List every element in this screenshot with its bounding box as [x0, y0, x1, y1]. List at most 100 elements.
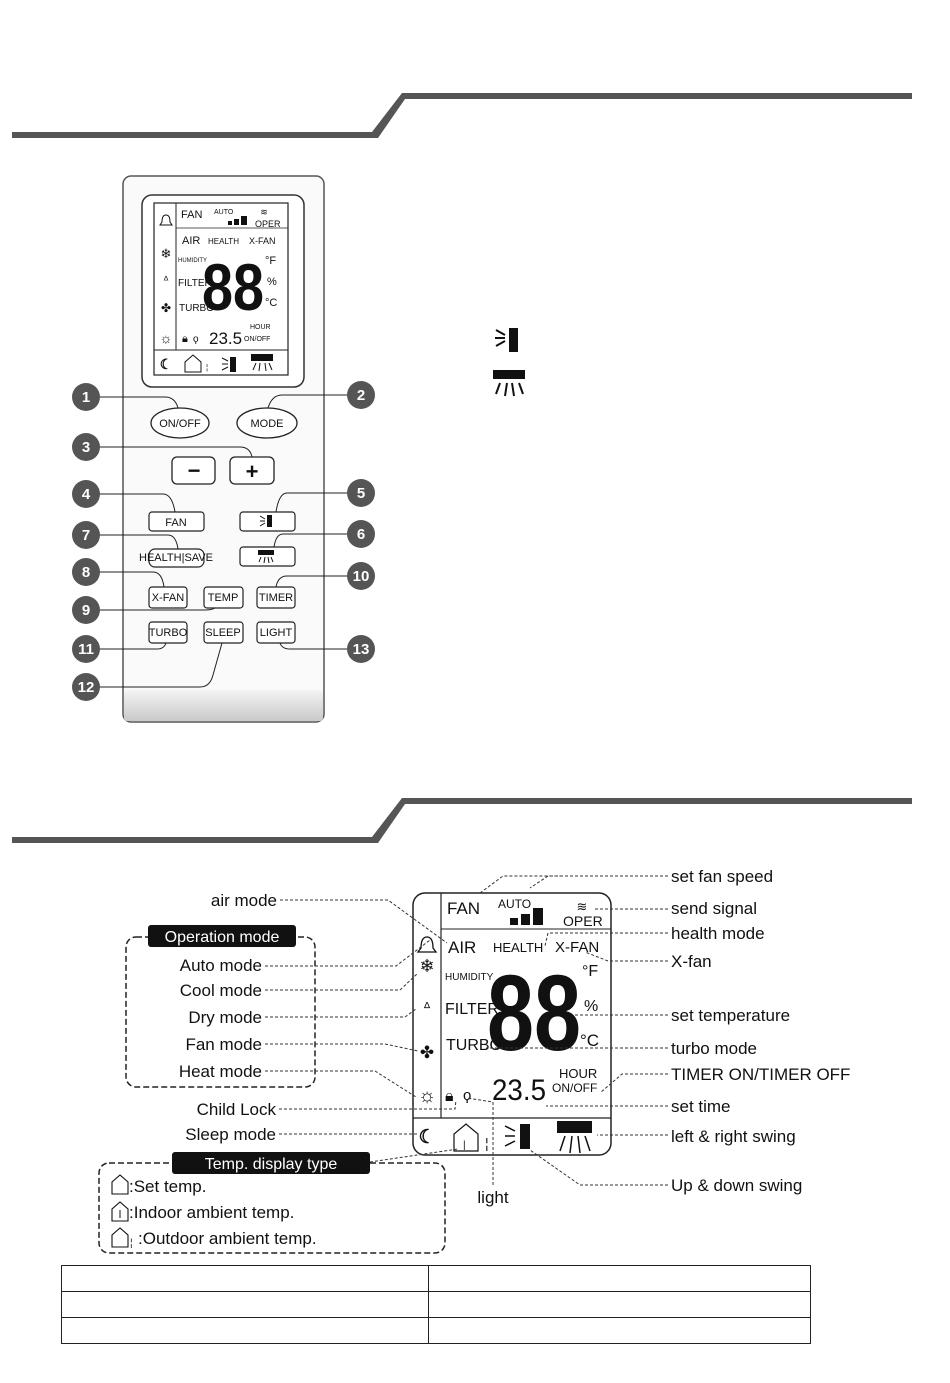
label-light: light [477, 1188, 508, 1207]
table-cell [428, 1265, 811, 1292]
svg-text:|: | [463, 1140, 466, 1151]
lcd-xfan: X-FAN [249, 236, 276, 246]
legend-ud-swing-icon [495, 328, 518, 352]
svg-text:¦: ¦ [485, 1135, 489, 1151]
svg-text:10: 10 [353, 568, 370, 585]
label-outdoor-temp: :Outdoor ambient temp. [138, 1229, 317, 1248]
heat-mode-icon: ☼ [418, 1085, 436, 1107]
lcd-digits: 88 [202, 250, 264, 324]
label-x-fan: X-fan [671, 952, 712, 971]
temp-display-type-icon: | ¦ [453, 1123, 489, 1152]
section-header-bar-bottom [12, 798, 912, 843]
minus-button-label: − [188, 458, 201, 483]
label-child-lock: Child Lock [197, 1100, 277, 1119]
lcd-hour: HOUR [559, 1066, 597, 1081]
label-sleep-mode: Sleep mode [185, 1125, 276, 1144]
remote-control: ❄ ᐞ ✤ ☼ ☾ FAN AUTO ≋ OPER AIR HEALTH X-F… [72, 175, 375, 723]
ud-swing-button-icon [259, 515, 272, 527]
lcd-turbo: TURBO [179, 303, 214, 314]
up-down-swing-icon [504, 1124, 530, 1149]
fan-mode-icon: ✤ [420, 1043, 434, 1062]
fan-mode-icon: ✤ [161, 301, 171, 315]
svg-text:8: 8 [82, 564, 90, 581]
svg-text:¦: ¦ [206, 363, 208, 372]
light-icon: ϙ [463, 1087, 471, 1104]
operation-mode-header: Operation mode [165, 929, 280, 946]
label-health-mode: health mode [671, 924, 765, 943]
lock-icon: 🔒︎ [182, 333, 188, 345]
lcd-oper: OPER [255, 219, 281, 229]
lcd-unit-c: °C [265, 297, 277, 309]
lcd-unit-pct: % [584, 998, 598, 1015]
up-down-swing-icon [221, 357, 236, 372]
indoor-temp-icon [111, 1201, 129, 1222]
label-set-temp: :Set temp. [129, 1177, 206, 1196]
fan-button-label: FAN [165, 517, 186, 529]
lcd-humidity: HUMIDITY [178, 258, 207, 264]
svg-text:5: 5 [357, 485, 365, 502]
lcd-fan: FAN [181, 209, 202, 221]
lcd-xfan: X-FAN [555, 939, 599, 956]
lcd-filter: FILTER [178, 278, 212, 289]
callout-1: 1 [72, 383, 100, 411]
lcd-time: 23.5 [209, 329, 242, 348]
sleep-mode-icon: ☾ [418, 1127, 435, 1148]
turbo-button-label: TURBO [149, 627, 188, 639]
lcd-hour: HOUR [250, 324, 271, 331]
table-row [61, 1317, 811, 1344]
outdoor-temp-icon: ¦ [111, 1227, 133, 1249]
label-set-temperature: set temperature [671, 1006, 790, 1025]
lcd-oper: OPER [563, 913, 603, 929]
label-indoor-temp: :Indoor ambient temp. [129, 1203, 294, 1222]
svg-text:11: 11 [78, 641, 94, 658]
svg-text:1: 1 [82, 389, 90, 406]
callout-5: 5 [347, 479, 375, 507]
label-heat-mode: Heat mode [179, 1062, 262, 1081]
label-set-fan-speed: set fan speed [671, 867, 773, 886]
lcd-unit-f: °F [265, 255, 276, 267]
fan-speed-bars-icon [228, 216, 247, 225]
callout-10: 10 [347, 562, 375, 590]
lcd-auto: AUTO [498, 897, 531, 911]
svg-text:2: 2 [357, 387, 365, 404]
xfan-button-label: X-FAN [152, 592, 184, 604]
fan-speed-bars-icon [510, 908, 543, 925]
svg-text:7: 7 [82, 527, 90, 544]
lcd-onoff: ON/OFF [552, 1081, 597, 1095]
label-ud-swing: Up & down swing [671, 1176, 802, 1195]
label-timer-onoff: TIMER ON/TIMER OFF [671, 1065, 850, 1084]
left-right-swing-icon [557, 1121, 592, 1154]
temp-display-type-header: Temp. display type [205, 1156, 338, 1173]
svg-text:9: 9 [82, 602, 90, 619]
lcd-health: HEALTH [493, 940, 543, 955]
lr-swing-button-icon [258, 550, 274, 564]
table-cell [428, 1317, 811, 1344]
timer-button-label: TIMER [259, 592, 293, 604]
lcd-humidity: HUMIDITY [445, 972, 494, 983]
mode-button-label: MODE [251, 418, 284, 430]
table-cell [61, 1317, 429, 1344]
callout-3: 3 [72, 433, 100, 461]
label-cool-mode: Cool mode [180, 981, 262, 1000]
health-save-button-label: HEALTH|SAVE [139, 552, 213, 564]
svg-text:6: 6 [357, 526, 365, 543]
table-cell [61, 1291, 429, 1318]
label-dry-mode: Dry mode [188, 1008, 262, 1027]
label-air-mode: air mode [211, 891, 277, 910]
lcd-onoff: ON/OFF [244, 336, 270, 343]
callout-8: 8 [72, 558, 100, 586]
svg-text:¦: ¦ [130, 1238, 133, 1249]
onoff-button-label: ON/OFF [159, 418, 201, 430]
label-fan-mode: Fan mode [185, 1035, 262, 1054]
label-lr-swing: left & right swing [671, 1127, 796, 1146]
table-cell [61, 1265, 429, 1292]
callout-12: 12 [72, 673, 100, 701]
lcd-air: AIR [182, 235, 200, 247]
cool-mode-icon: ❄ [161, 246, 172, 261]
table-cell [428, 1291, 811, 1318]
left-right-swing-icon [251, 354, 273, 372]
callout-7: 7 [72, 521, 100, 549]
lcd-health: HEALTH [208, 237, 239, 246]
sleep-button-label: SLEEP [205, 627, 240, 639]
temp-display-type-icon: ¦ [184, 354, 208, 373]
